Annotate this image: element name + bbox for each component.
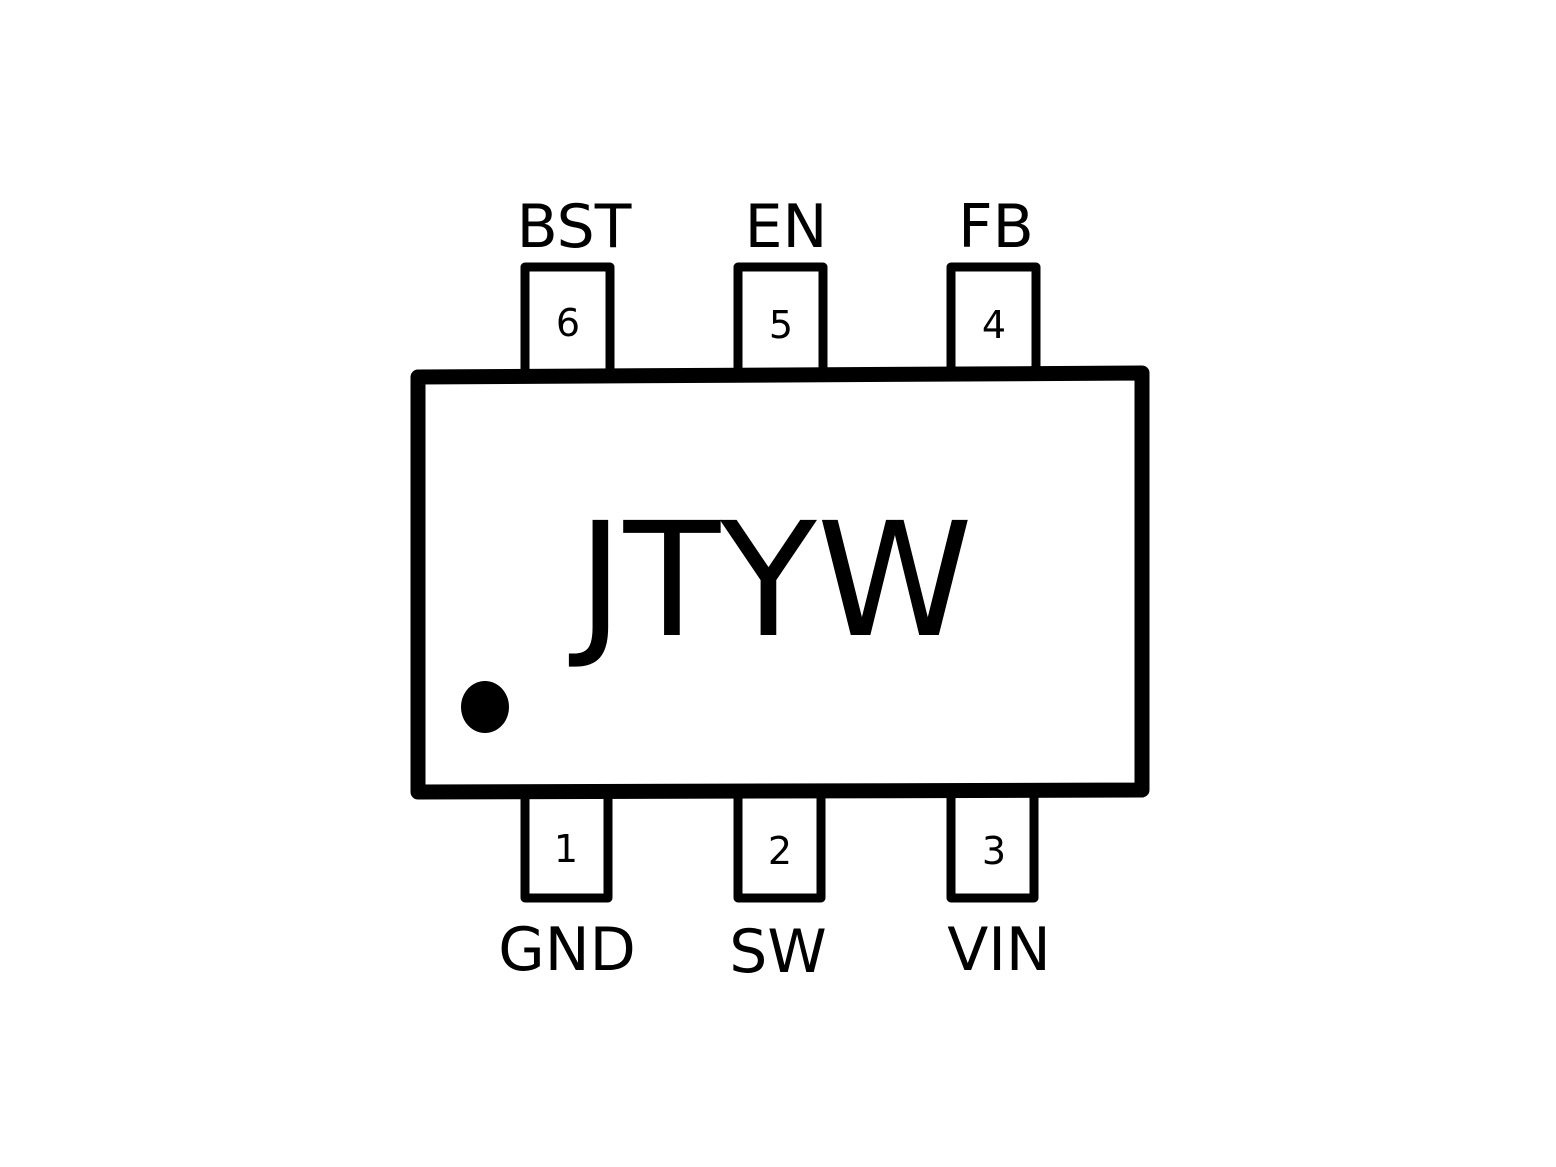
pin-5-number: 5 (769, 303, 793, 347)
pin-2-name: SW (729, 917, 826, 987)
pin-1-lead (520, 775, 613, 903)
pin-6-number: 6 (556, 301, 580, 345)
pin-3-number: 3 (982, 829, 1006, 873)
pin-6-name: BST (517, 192, 632, 262)
package-body (410, 365, 1150, 800)
pin-2-number: 2 (768, 829, 792, 873)
pin-4-number: 4 (982, 303, 1006, 347)
pin-1-name: GND (498, 915, 636, 985)
pin-3-lead (946, 775, 1039, 903)
pin-1-number: 1 (554, 827, 578, 871)
package-marking: JTYW (568, 489, 973, 673)
pin-3-name: VIN (947, 915, 1051, 985)
pin-5-name: EN (745, 192, 828, 262)
pin-4-name: FB (958, 192, 1034, 262)
pin-1-dot (461, 681, 509, 733)
